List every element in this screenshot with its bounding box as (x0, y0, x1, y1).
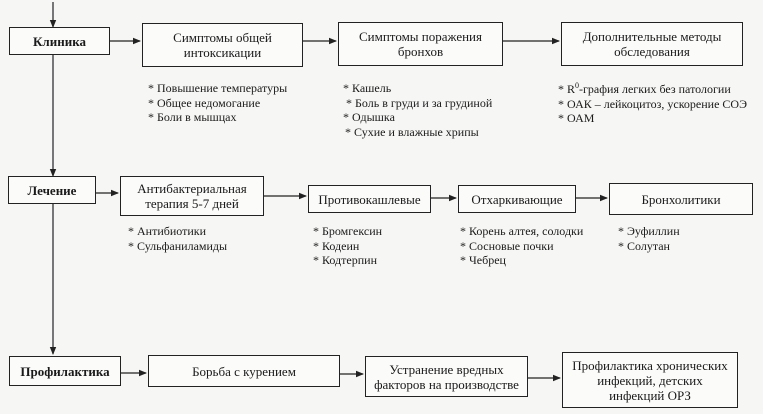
list-item-xray: R0-графия легких без патологии (558, 79, 747, 97)
infections-label: Профилактика хронических инфекций, детск… (572, 357, 728, 403)
list-item: ОАМ (558, 111, 747, 126)
extra-methods-box: Дополнительные методы обследования (561, 22, 743, 66)
list-item: Сухие и влажные хрипы (343, 125, 492, 140)
antitussive-label: Противокашлевые (318, 191, 421, 207)
smoking-box: Борьба с курением (148, 355, 340, 387)
expectorant-box: Отхаркивающие (458, 185, 576, 213)
extra-methods-label: Дополнительные методы обследования (582, 29, 722, 59)
list-item: Эуфиллин (618, 224, 680, 239)
smoking-label: Борьба с курением (192, 363, 296, 379)
clinic-label: Клиника (33, 33, 86, 49)
prevention-label: Профилактика (20, 363, 110, 379)
bronchodilator-box: Бронхолитики (609, 183, 753, 215)
antibacterial-box: Антибактериальная терапия 5-7 дней (120, 176, 264, 216)
list-item: Корень алтея, солодки (460, 224, 583, 239)
list-item: Кодеин (313, 239, 382, 254)
expectorant-label: Отхаркивающие (471, 191, 563, 207)
list-item: ОАК – лейкоцитоз, ускорение СОЭ (558, 97, 747, 112)
extra-methods-list: R0-графия легких без патологии ОАК – лей… (558, 79, 747, 126)
expectorant-list: Корень алтея, солодки Сосновые почки Чеб… (460, 224, 583, 268)
xray-rest: -графия легких без патологии (579, 82, 731, 96)
antibacterial-list: Антибиотики Сульфаниламиды (128, 224, 227, 253)
workplace-label: Устранение вредных факторов на производс… (374, 361, 519, 392)
list-item: Сульфаниламиды (128, 239, 227, 254)
bronchodilator-list: Эуфиллин Солутан (618, 224, 680, 253)
clinic-box: Клиника (9, 27, 110, 55)
list-item: Кашель (343, 81, 492, 96)
bronchi-label: Симптомы поражения бронхов (359, 29, 482, 59)
treatment-label: Лечение (27, 182, 77, 198)
bronchodilator-label: Бронхолитики (641, 191, 721, 207)
list-item: Боль в груди и за грудиной (343, 96, 492, 111)
intox-box: Симптомы общей интоксикации (142, 23, 303, 67)
list-item: Одышка (343, 110, 492, 125)
bronchi-box: Симптомы поражения бронхов (338, 22, 503, 66)
list-item: Солутан (618, 239, 680, 254)
xray-superscript: 0 (575, 81, 580, 90)
intox-symptom-list: Повышение температуры Общее недомогание … (148, 81, 287, 125)
prevention-box: Профилактика (9, 356, 121, 386)
workplace-box: Устранение вредных факторов на производс… (365, 356, 528, 397)
antitussive-box: Противокашлевые (308, 185, 431, 213)
list-item: Чебрец (460, 253, 583, 268)
list-item: Боли в мышцах (148, 110, 287, 125)
treatment-box: Лечение (8, 176, 96, 204)
list-item: Бромгексин (313, 224, 382, 239)
list-item: Кодтерпин (313, 253, 382, 268)
xray-prefix: R (567, 82, 576, 96)
antitussive-list: Бромгексин Кодеин Кодтерпин (313, 224, 382, 268)
infections-box: Профилактика хронических инфекций, детск… (562, 352, 738, 408)
list-item: Антибиотики (128, 224, 227, 239)
list-item: Сосновые почки (460, 239, 583, 254)
list-item: Общее недомогание (148, 96, 287, 111)
list-item: Повышение температуры (148, 81, 287, 96)
antibacterial-label: Антибактериальная терапия 5-7 дней (137, 181, 247, 211)
intox-label: Симптомы общей интоксикации (173, 30, 272, 60)
bronchi-symptom-list: Кашель Боль в груди и за грудиной Одышка… (343, 81, 492, 139)
